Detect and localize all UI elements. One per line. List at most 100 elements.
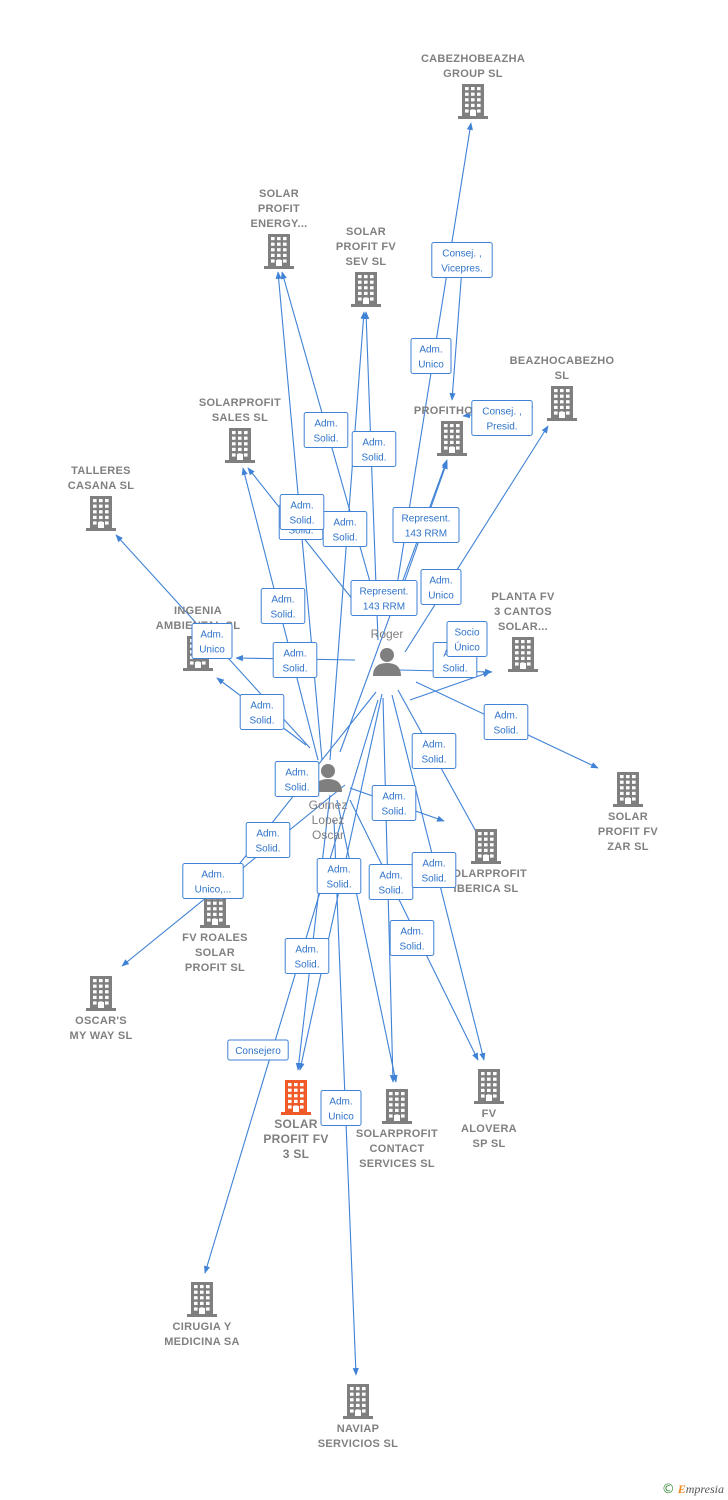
edge-label[interactable]: Consej. ,Vicepres. xyxy=(431,242,493,278)
company-name: CASANA SL xyxy=(68,480,134,492)
company-name: SP SL xyxy=(472,1138,505,1150)
company-name: MY WAY SL xyxy=(69,1030,132,1042)
edge-label[interactable]: Adm.Solid. xyxy=(351,431,397,467)
company-name: TALLERES xyxy=(71,465,131,477)
person-name: Oscar xyxy=(312,828,344,842)
edge-label[interactable]: Adm. Unico,... xyxy=(182,863,244,899)
edge-label-text: Adm. xyxy=(419,345,442,356)
building-icon xyxy=(437,421,467,456)
company-name: BEAZHOCABEZHO xyxy=(510,355,615,367)
edge-label[interactable]: Adm.Solid. xyxy=(245,822,291,858)
company-name: PROFIT SL xyxy=(185,962,245,974)
edge-label[interactable]: Consejero xyxy=(227,1039,289,1061)
edge-label[interactable]: Adm. Solid. xyxy=(371,785,417,821)
edge-label[interactable]: Adm.Solid. xyxy=(316,858,362,894)
company-name: SOLAR xyxy=(259,188,299,200)
company-name: PLANTA FV xyxy=(491,591,555,603)
edge-label-box xyxy=(411,852,457,888)
company-name: FV ROALES xyxy=(182,932,248,944)
edge-label[interactable]: Adm.Solid. xyxy=(322,511,368,547)
edge-label[interactable]: Adm.Unico xyxy=(410,338,452,374)
person-name: Lopez xyxy=(312,813,345,827)
brand-watermark: © Empresia xyxy=(662,1482,724,1497)
building-icon xyxy=(281,1080,311,1115)
node-roger[interactable]: Roger xyxy=(371,627,404,676)
edge-label-box xyxy=(351,431,397,467)
edge-label-text: Solid. xyxy=(381,807,406,818)
edge-label-text: Unico,... xyxy=(195,885,232,896)
company-name: PROFIT FV xyxy=(263,1132,328,1146)
brand-initial: E xyxy=(677,1482,686,1496)
edge-gomez-to-solarprofit-contact xyxy=(336,799,398,1083)
edge-label-text: Solid. xyxy=(288,526,313,537)
edge-label[interactable]: Adm.Unico xyxy=(420,569,462,605)
edge-label-text: Unico xyxy=(428,591,454,602)
edge-label[interactable]: Adm.Solid. xyxy=(411,733,457,769)
node-profithol[interactable]: PROFITHOL... xyxy=(414,405,490,456)
edge-label[interactable]: Adm.Solid. xyxy=(279,494,325,530)
edge-label-text: 143 RRM xyxy=(363,602,405,613)
edge-label-text: Adm. xyxy=(283,649,306,660)
node-solar-energy[interactable]: SOLARPROFITENERGY... xyxy=(250,188,307,269)
edge-label[interactable]: Adm.Solid. xyxy=(274,761,320,797)
edge-label-box xyxy=(191,623,233,659)
company-name: OSCAR'S xyxy=(75,1015,127,1027)
edge-label[interactable]: Adm.Solid. xyxy=(272,642,318,678)
edge-label-text: Adm. xyxy=(382,792,405,803)
edge-label[interactable]: Adm.Solid. xyxy=(483,704,529,740)
edge-label[interactable]: Represent.143 RRM xyxy=(392,507,460,543)
edge-label-text: Adm. xyxy=(327,865,350,876)
edge-roger-to-beazhocabezho xyxy=(404,425,549,653)
edge-label-text: Adm. xyxy=(422,859,445,870)
company-name: ENERGY... xyxy=(250,218,307,230)
edge-label-text: Consej. , xyxy=(442,249,481,260)
edge-label[interactable]: Adm.Solid. xyxy=(303,412,349,448)
edge-label[interactable]: Adm.Solid. xyxy=(239,694,285,730)
edge-label[interactable]: Adm.Solid. xyxy=(260,588,306,624)
edge-label-text: Solid. xyxy=(270,610,295,621)
building-icon xyxy=(351,272,381,307)
edge-label-box xyxy=(245,822,291,858)
edge-label-text: Adm. xyxy=(250,701,273,712)
edge-label-text: Presid. xyxy=(486,422,517,433)
edge-label[interactable]: Represent.143 RRM xyxy=(350,580,418,616)
edge-label-text: Adm. xyxy=(201,870,224,881)
edge-label-box xyxy=(420,569,462,605)
company-name: SEV SL xyxy=(346,256,387,268)
edge-label-box xyxy=(371,785,417,821)
building-icon xyxy=(86,976,116,1011)
edge-label[interactable]: Adm.Unico xyxy=(320,1090,362,1126)
node-planta-fv[interactable]: PLANTA FV3 CANTOSSOLAR... xyxy=(491,591,555,672)
company-name: SOLAR xyxy=(346,226,386,238)
company-name: PROFIT FV xyxy=(598,826,659,838)
node-solar-fv3[interactable]: SOLARPROFIT FV3 SL xyxy=(263,1080,328,1161)
edge-label-box xyxy=(320,1090,362,1126)
edge-label[interactable]: Adm.Solid. xyxy=(368,864,414,900)
edge-label[interactable]: Consej. ,Presid. xyxy=(471,400,533,436)
edge-label[interactable]: Adm.Solid. xyxy=(389,920,435,956)
edge-label[interactable]: Adm.Solid. xyxy=(284,938,330,974)
edge-label-box xyxy=(350,580,418,616)
edge-label-box xyxy=(471,400,533,436)
person-name: Roger xyxy=(371,627,404,641)
node-talleres[interactable]: TALLERES CASANA SL xyxy=(68,465,134,531)
edge-label-text: Adm. xyxy=(379,871,402,882)
edge-label[interactable]: Adm.Solid. xyxy=(411,852,457,888)
edge-label[interactable]: Adm.Unico xyxy=(191,623,233,659)
edge-label-text: Solid. xyxy=(361,453,386,464)
node-oscars[interactable]: OSCAR'S MY WAY SL xyxy=(69,976,132,1042)
